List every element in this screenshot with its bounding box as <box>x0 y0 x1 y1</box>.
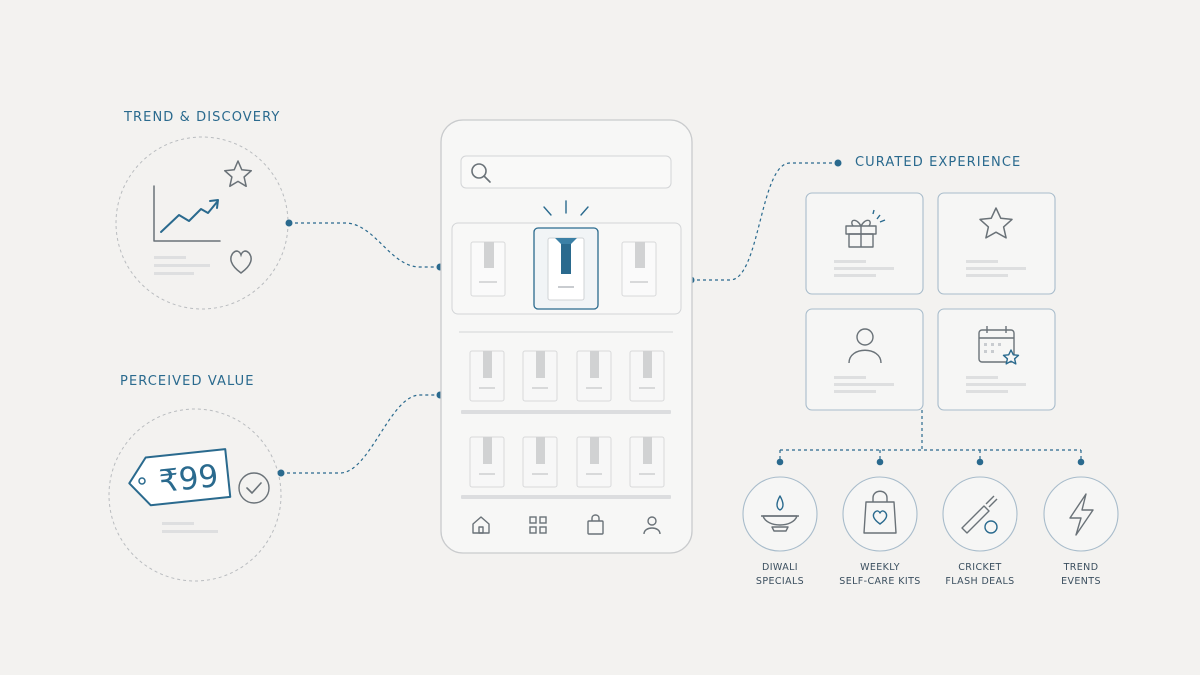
diya-lamp-icon <box>761 495 799 532</box>
value-text-placeholder <box>162 522 218 533</box>
category-diwali[interactable] <box>742 476 818 552</box>
product-grid-row-1 <box>461 350 671 414</box>
category-tree-dots <box>776 458 1085 466</box>
phone-mockup <box>440 119 693 554</box>
trend-circle <box>115 136 289 310</box>
user-icon <box>848 328 882 364</box>
bag-icon[interactable] <box>587 514 604 535</box>
calendar-star-icon <box>978 326 1020 365</box>
star-icon <box>223 160 253 188</box>
featured-product-1[interactable] <box>470 241 506 297</box>
product-grid-row-2 <box>461 436 671 499</box>
grid-icon[interactable] <box>529 516 547 534</box>
curated-card-calendar[interactable] <box>937 308 1056 411</box>
trend-discovery-label: TREND & DISCOVERY <box>124 110 281 125</box>
trend-discovery-group <box>115 136 289 310</box>
featured-product-3[interactable] <box>621 241 657 297</box>
category-cricket[interactable] <box>942 476 1018 552</box>
home-icon[interactable] <box>472 516 490 534</box>
profile-icon[interactable] <box>643 516 661 535</box>
search-icon <box>471 163 491 183</box>
gift-icon <box>845 209 886 248</box>
perceived-value-label: PERCEIVED VALUE <box>120 374 255 389</box>
curated-card-user[interactable] <box>805 308 924 411</box>
category-tree <box>779 410 1082 462</box>
price-tag-icon <box>128 448 232 507</box>
connectors <box>281 162 838 474</box>
highlight-sparkle <box>543 200 589 216</box>
value-circle <box>108 408 282 582</box>
category-trend-events[interactable] <box>1043 476 1119 552</box>
curated-card-gift[interactable] <box>805 192 924 295</box>
search-bar[interactable] <box>460 155 672 189</box>
heart-icon <box>230 250 252 274</box>
star-icon <box>979 207 1013 239</box>
featured-product-2 <box>547 237 585 301</box>
category-self-care[interactable] <box>842 476 918 552</box>
check-mark <box>246 482 262 494</box>
trend-chart-icon <box>153 185 221 242</box>
trend-text-placeholder <box>154 256 210 275</box>
shopping-bag-heart-icon <box>863 490 897 534</box>
lightning-bolt-icon <box>1069 493 1094 536</box>
check-circle-icon <box>238 472 270 504</box>
curated-card-star[interactable] <box>937 192 1056 295</box>
cricket-bat-ball-icon <box>961 495 998 534</box>
price-tag-hole <box>138 477 146 485</box>
curated-experience-label: CURATED EXPERIENCE <box>855 155 1022 170</box>
price-tag-text: ₹99 <box>157 458 220 500</box>
perceived-value-group: ₹99 <box>108 408 282 582</box>
